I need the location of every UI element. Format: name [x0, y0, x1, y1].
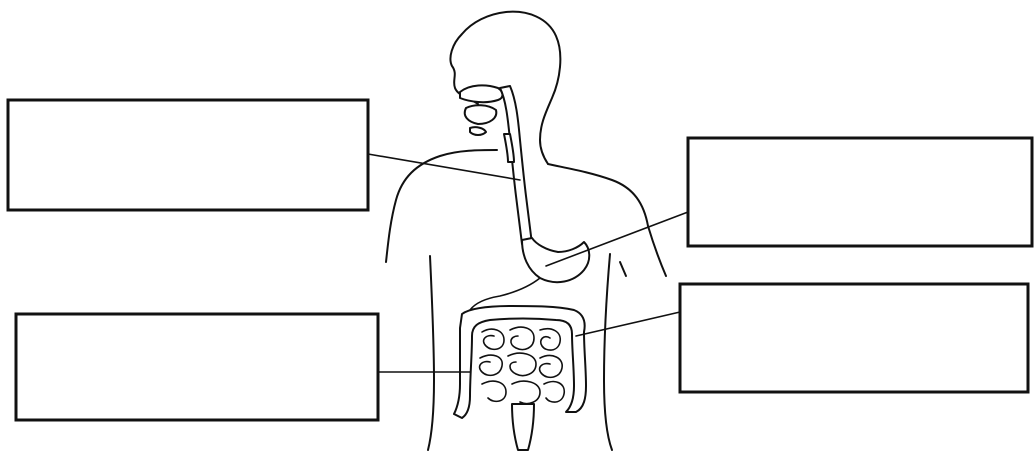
label-box-top-right[interactable]: [688, 138, 1032, 246]
leader-stomach: [546, 212, 688, 266]
label-box-bottom-right[interactable]: [680, 284, 1028, 392]
label-box-top-left[interactable]: [8, 100, 368, 210]
leader-large-intestine: [576, 312, 680, 336]
leader-esophagus: [368, 154, 520, 180]
left-torso-line: [428, 256, 434, 450]
rectum: [512, 404, 534, 450]
small-intestine: [480, 327, 565, 403]
large-intestine: [454, 306, 586, 418]
right-torso-line: [604, 254, 612, 450]
stomach: [522, 238, 589, 282]
right-arm-inner: [620, 262, 626, 276]
label-box-bottom-left[interactable]: [16, 314, 378, 420]
esophagus: [500, 86, 532, 244]
mouth-cavity: [460, 85, 503, 135]
